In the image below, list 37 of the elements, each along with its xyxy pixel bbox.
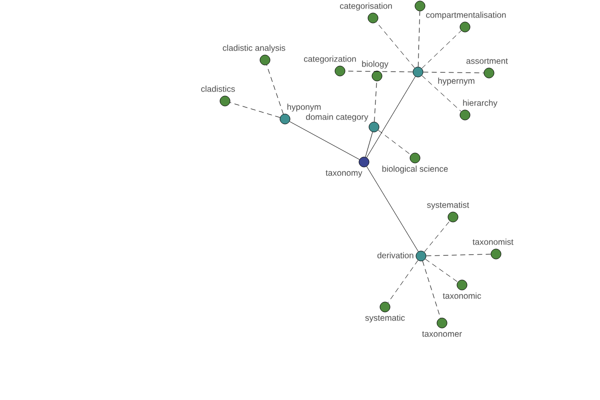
connector-line (374, 81, 377, 122)
node-label: domain category (306, 114, 368, 122)
node-label: categorization (304, 56, 356, 64)
connector-line (423, 72, 484, 74)
connector-line (422, 30, 462, 69)
connector-line (366, 76, 416, 158)
connector-line (366, 166, 419, 252)
node-label: cladistic analysis (222, 44, 286, 53)
node-dot (414, 0, 426, 12)
node-label: systematic (365, 314, 405, 322)
connector-line (425, 258, 458, 282)
node-label: cladistics (201, 86, 235, 92)
node-label: taxonomy (326, 170, 362, 178)
connector-line (418, 11, 420, 67)
node-label: biology (362, 60, 388, 69)
connector-line (365, 132, 373, 158)
connector-line (424, 220, 450, 252)
node-label: biological science (382, 166, 448, 174)
node-label: derivation (377, 252, 414, 258)
connector-line (426, 254, 491, 256)
node-label: taxonomic (442, 292, 482, 299)
connector-line (378, 130, 412, 156)
connector-line (388, 260, 418, 303)
connector-line (266, 64, 284, 114)
connector-line (376, 22, 415, 68)
node-label: compartmentalisation (426, 12, 506, 20)
node-label: hyponym (287, 104, 321, 112)
connector-line (422, 75, 462, 112)
node-label: taxonomist (472, 238, 514, 245)
node-label: hypernym (438, 78, 474, 86)
connector-line (230, 102, 280, 118)
node-label: assortment (466, 58, 508, 64)
node-label: categorisation (340, 2, 392, 11)
node-label: hierarchy (463, 100, 498, 108)
connector-line (289, 121, 360, 160)
node-label: systematist (427, 202, 470, 210)
node-label: taxonomer (422, 331, 462, 337)
